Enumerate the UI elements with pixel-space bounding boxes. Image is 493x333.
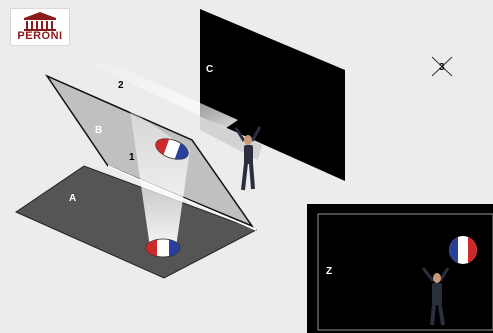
label-ray-1: 1 [129, 152, 135, 163]
peroni-logo: PERONI [10, 8, 70, 46]
logo-text: PERONI [17, 30, 63, 42]
temple-icon [24, 12, 56, 31]
floor-a [14, 165, 258, 279]
label-screen-c: C [206, 64, 213, 75]
label-ray-2: 2 [118, 80, 124, 91]
performer-in-camera-view [421, 267, 450, 326]
screen-c [200, 9, 345, 181]
light-ray-2-beam [86, 58, 238, 128]
camera-view-z [307, 204, 493, 333]
ball-on-floor [145, 238, 181, 258]
camera-view-frame [317, 213, 493, 331]
label-marker-3: 3 [439, 62, 445, 73]
marker-3-cross-icon [431, 56, 453, 77]
label-camera-view-z: Z [326, 266, 332, 277]
label-mirror-b: B [95, 125, 102, 136]
ball-in-camera-view [449, 236, 477, 264]
performer-figure [234, 126, 262, 191]
label-floor-a: A [69, 193, 76, 204]
